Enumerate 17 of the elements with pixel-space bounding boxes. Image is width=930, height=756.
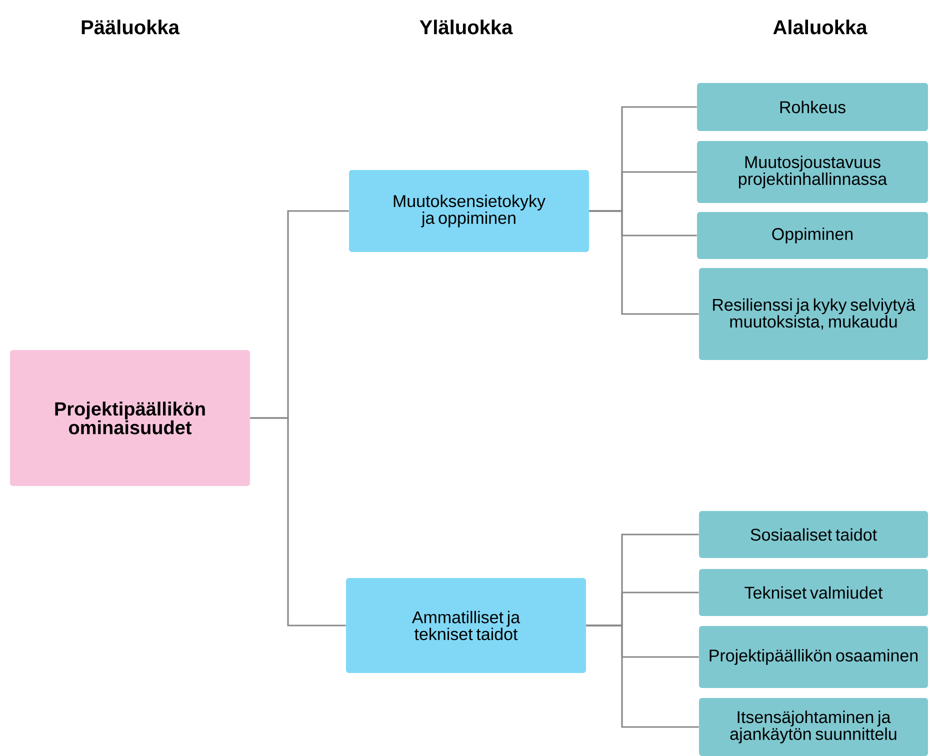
subcategory-box: Tekniset valmiudet <box>699 569 928 616</box>
subcategory-box: Rohkeus <box>697 83 928 131</box>
subcategory-box: Muutosjoustavuus projektinhallinnassa <box>697 141 928 203</box>
column-heading: Alaluokka <box>773 20 868 34</box>
subcategory-box: Itsensäjohtaminen ja ajankäytön suunnittelu <box>699 698 928 756</box>
category-box: Muutoksensietokyky ja oppiminen <box>349 170 589 252</box>
connector-line <box>589 210 699 315</box>
connector-line <box>586 624 699 728</box>
root-box: Projektipäällikön ominaisuudet <box>10 350 250 486</box>
category-box: Ammatilliset ja tekniset taidot <box>346 578 586 673</box>
connector-line <box>250 417 346 626</box>
subcategory-box: Oppiminen <box>697 212 928 259</box>
subcategory-box: Sosiaaliset taidot <box>699 511 928 558</box>
subcategory-box: Projektipäällikön osaaminen <box>699 626 928 688</box>
subcategory-box: Resilienssi ja kyky selviytyä muutoksista, mukaudu <box>699 268 928 360</box>
column-heading: Yläluokka <box>420 20 513 34</box>
column-heading: Pääluokka <box>82 20 180 34</box>
